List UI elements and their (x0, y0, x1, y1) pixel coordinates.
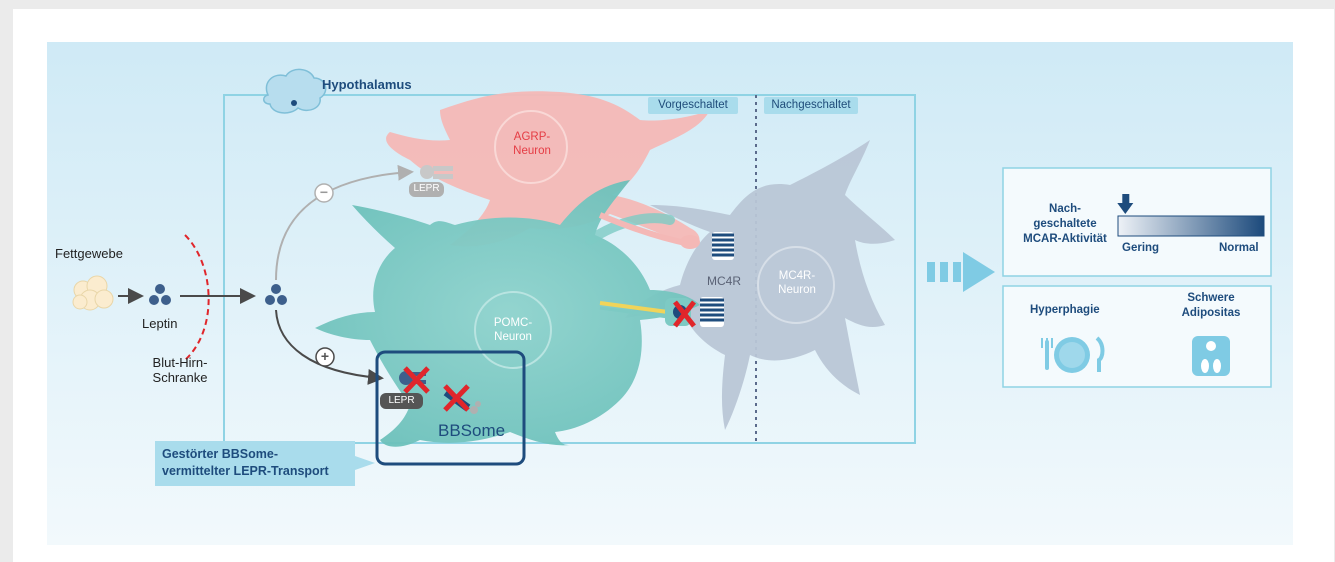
leptin-label: Leptin (142, 316, 178, 331)
bbsome-box (375, 350, 526, 466)
leptin-molecules (149, 284, 171, 305)
agrp-neuron (386, 91, 710, 247)
mc4r-receptor-top (712, 232, 734, 260)
pomc-nucleus (474, 291, 552, 369)
cross-icon (673, 300, 696, 328)
gestoert-label: Gestörter BBSome- vermittelter LEPR-Tran… (162, 447, 329, 478)
hypothalamus-label: Hypothalamus (322, 77, 412, 92)
agrp-label: AGRP- Neuron (513, 131, 551, 157)
mc4r-neuron-body (625, 140, 895, 430)
mc4r-receptor-bottom (700, 297, 724, 327)
mc4r-label: MC4R (707, 274, 742, 288)
plus-sign: + (320, 348, 330, 364)
pomc-label: POMC- Neuron (493, 317, 533, 343)
mc4r-neuron-label: MC4R- Neuron (778, 270, 816, 296)
inhibit-sign (314, 183, 334, 203)
scale-icon (1192, 336, 1230, 376)
activity-label: Nach- geschaltete MCAR-Aktivität (1023, 203, 1107, 245)
cross-icon (403, 366, 430, 394)
vorgeschaltet-tag: Vorgeschaltet (648, 97, 738, 114)
receptor-icon (420, 165, 453, 179)
lepr-tag-top (409, 182, 444, 197)
lepr-tag-bottom (380, 393, 423, 409)
fettgewebe-label: Fettgewebe (55, 246, 123, 261)
lepr-bottom-label: LEPR (388, 395, 415, 406)
mc4r-nucleus (757, 246, 835, 324)
activity-high-label: Normal (1219, 242, 1259, 254)
agrp-nucleus (494, 110, 568, 184)
lepr-top-label: LEPR (413, 183, 440, 194)
activate-sign (315, 347, 335, 367)
activity-indicator-arrow (1117, 194, 1134, 214)
cross-icon (443, 384, 470, 412)
fat-cells-icon (72, 275, 114, 311)
adipositas-label: Schwere Adipositas (1181, 292, 1241, 319)
minus-sign: − (319, 184, 329, 200)
gestoert-callout (155, 441, 355, 486)
leptin-molecules-brain (265, 284, 287, 305)
activity-low-label: Gering (1122, 242, 1160, 254)
blood-brain-barrier (184, 234, 210, 361)
big-arrow (927, 252, 995, 292)
pomc-axon (599, 301, 669, 314)
hyperphagie-label: Hyperphagie (1030, 304, 1100, 316)
brain-icon (263, 68, 327, 114)
bbsome-label: BBSome (438, 421, 506, 440)
plate-cutlery-icon (1041, 336, 1105, 373)
bhs-label: Blut-Hirn- Schranke (152, 355, 208, 385)
nachgeschaltet-tag: Nachgeschaltet (764, 97, 858, 114)
activity-bar (1117, 215, 1265, 237)
